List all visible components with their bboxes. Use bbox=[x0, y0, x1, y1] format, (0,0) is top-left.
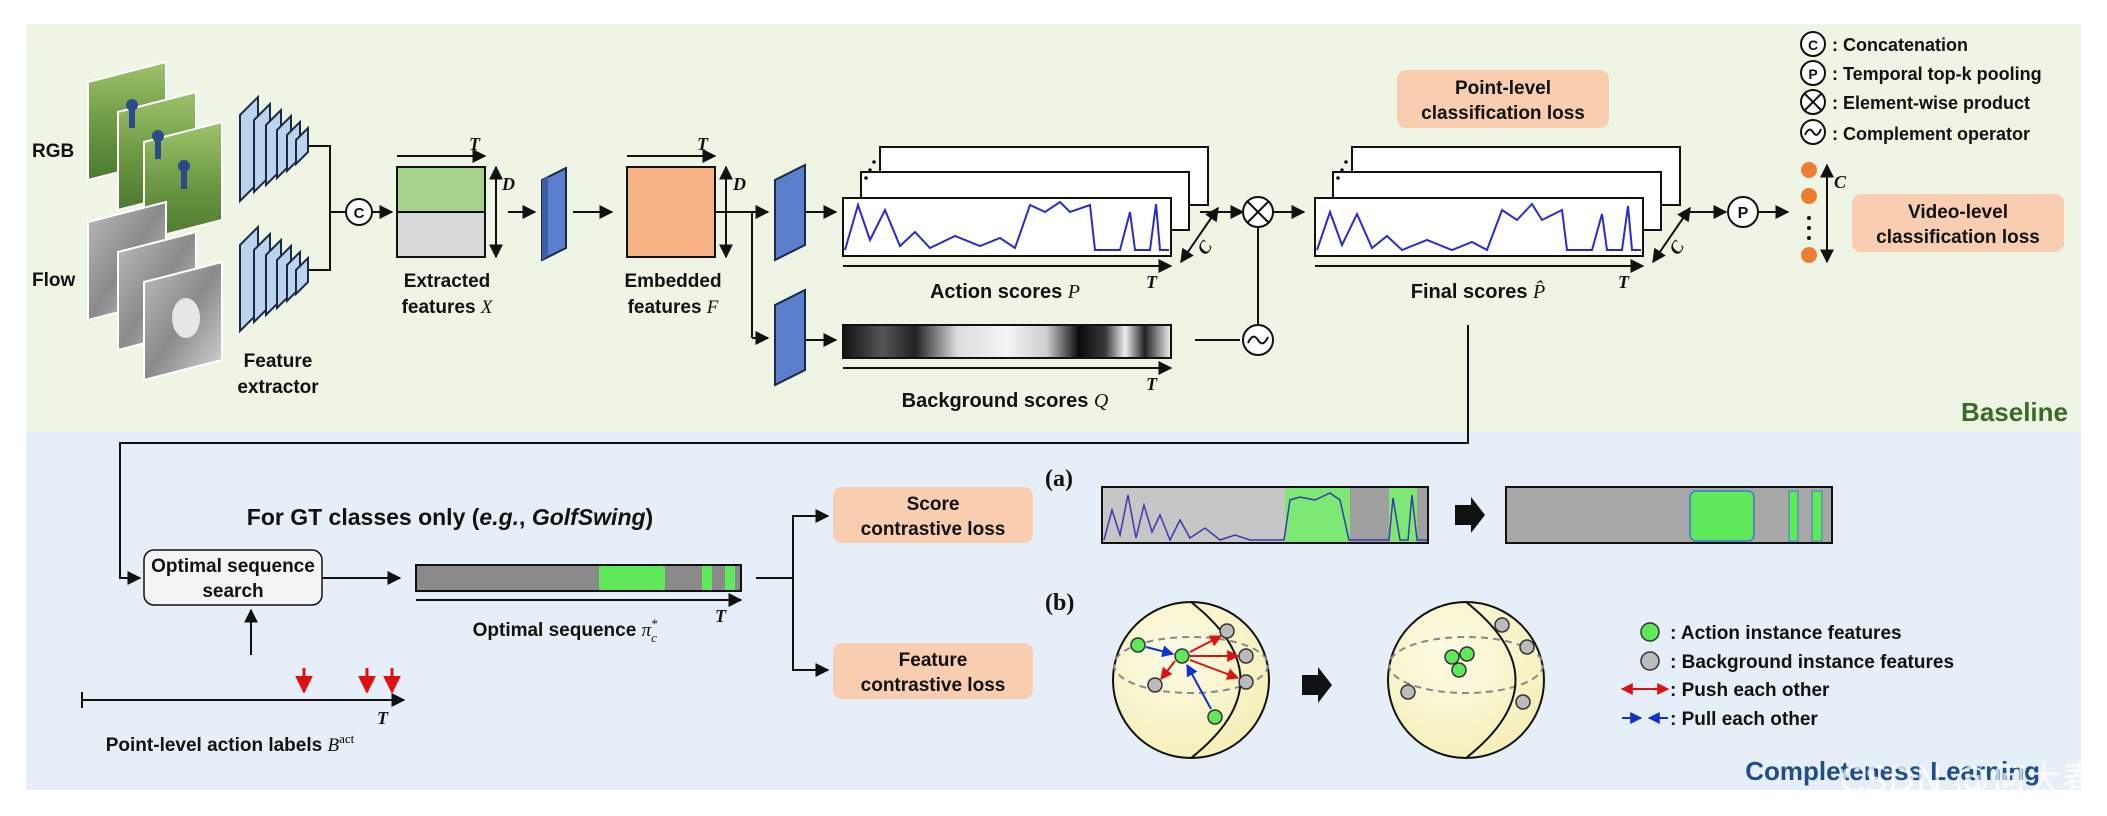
score-contrastive-1: Score bbox=[907, 494, 960, 515]
concat-op-label: C bbox=[354, 205, 365, 222]
svg-text:: Element-wise product: : Element-wise product bbox=[1832, 93, 2030, 113]
pool-C: C bbox=[1834, 172, 1847, 192]
panel-b-label: (b) bbox=[1045, 590, 1074, 616]
embedded-label-1: Embedded bbox=[624, 271, 721, 292]
feature-contrastive-1: Feature bbox=[899, 650, 968, 671]
optimal-sequence-label: Optimal sequence πc* bbox=[473, 616, 658, 645]
final-T: T bbox=[1618, 272, 1630, 292]
panel-a-arrow bbox=[1455, 497, 1485, 533]
operator-legend: C : Concatenation P : Temporal top-k poo… bbox=[1800, 31, 2042, 145]
rgb-extractor-stack bbox=[239, 94, 309, 204]
optimal-search-1: Optimal sequence bbox=[151, 556, 315, 577]
sphere-after bbox=[1387, 601, 1545, 759]
panel-b-arrow bbox=[1302, 667, 1332, 703]
svg-text:: Background instance features: : Background instance features bbox=[1670, 652, 1954, 673]
optimal-search-2: search bbox=[202, 581, 263, 602]
action-scores-stack bbox=[842, 146, 1209, 257]
flow-frames bbox=[87, 200, 223, 382]
baseline-to-search-connector bbox=[119, 325, 1469, 585]
baseline-title: Baseline bbox=[1961, 397, 2068, 427]
panel-a-label: (a) bbox=[1045, 466, 1073, 492]
extractor-label-1: Feature bbox=[244, 351, 313, 372]
flow-label: Flow bbox=[32, 270, 75, 291]
pool-op-label: P bbox=[1738, 205, 1749, 222]
embedded-features-box bbox=[626, 166, 716, 258]
embedded-D: D bbox=[732, 174, 746, 194]
panel-a-before-bar bbox=[1101, 486, 1429, 544]
embedding-conv bbox=[541, 166, 567, 262]
extracted-features-top bbox=[396, 166, 486, 213]
svg-text:: Complement operator: : Complement operator bbox=[1832, 124, 2030, 144]
final-scores-stack bbox=[1314, 146, 1681, 257]
feature-contrastive-2: contrastive loss bbox=[861, 675, 1006, 696]
point-labels-label: Point-level action labels Bact bbox=[106, 731, 355, 756]
labels-T: T bbox=[377, 708, 389, 728]
point-level-loss-box bbox=[1397, 70, 1609, 128]
video-level-loss-1: Video-level bbox=[1908, 202, 2008, 223]
extracted-features-bottom bbox=[396, 211, 486, 258]
feature-contrastive-box bbox=[833, 643, 1033, 699]
watermark: CSDN @何大春 bbox=[1840, 760, 2098, 801]
svg-text:: Push each other: : Push each other bbox=[1670, 680, 1830, 701]
concat-connector bbox=[308, 145, 346, 271]
gt-classes-title: For GT classes only (e.g., GolfSwing) bbox=[247, 504, 653, 530]
background-conv bbox=[774, 288, 806, 387]
svg-text:: Concatenation: : Concatenation bbox=[1832, 35, 1968, 55]
rgb-label: RGB bbox=[32, 141, 74, 162]
extracted-label-1: Extracted bbox=[404, 271, 491, 292]
embedded-label-2: features F bbox=[628, 297, 719, 318]
extracted-D: D bbox=[501, 174, 515, 194]
sphere-before bbox=[1112, 601, 1270, 759]
feature-legend: : Action instance features : Background … bbox=[1620, 622, 1954, 730]
action-scores-label: Action scores P bbox=[930, 281, 1080, 303]
action-conv bbox=[774, 163, 806, 262]
video-level-loss-box bbox=[1852, 194, 2064, 252]
svg-text:: Temporal top-k pooling: : Temporal top-k pooling bbox=[1832, 64, 2042, 84]
background-scores-bar bbox=[842, 324, 1172, 359]
pooled-vector bbox=[1801, 162, 1817, 263]
completeness-title: Completeness Learning bbox=[1745, 756, 2040, 786]
opt-seq-T: T bbox=[715, 606, 727, 626]
rgb-frames bbox=[87, 60, 223, 242]
flow-extractor-stack bbox=[239, 224, 309, 334]
score-contrastive-box bbox=[833, 487, 1033, 543]
action-T: T bbox=[1146, 272, 1158, 292]
video-level-loss-2: classification loss bbox=[1876, 227, 2040, 248]
svg-text:C: C bbox=[1808, 37, 1818, 53]
background-T: T bbox=[1146, 374, 1158, 394]
embedded-T: T bbox=[697, 134, 709, 154]
background-scores-label: Background scores Q bbox=[902, 390, 1109, 412]
svg-text:: Action instance features: : Action instance features bbox=[1670, 623, 1902, 644]
svg-text:: Pull each other: : Pull each other bbox=[1670, 709, 1818, 730]
extractor-label-2: extractor bbox=[237, 377, 319, 398]
panel-a-after-bar bbox=[1505, 486, 1833, 544]
point-level-loss-1: Point-level bbox=[1455, 78, 1551, 99]
svg-text:P: P bbox=[1808, 66, 1817, 82]
extracted-T: T bbox=[469, 134, 481, 154]
extracted-label-2: features X bbox=[402, 297, 494, 318]
point-level-loss-2: classification loss bbox=[1421, 103, 1585, 124]
optimal-sequence-bar bbox=[415, 564, 742, 592]
final-scores-label: Final scores P̂ bbox=[1411, 280, 1546, 303]
score-contrastive-2: contrastive loss bbox=[861, 519, 1006, 540]
